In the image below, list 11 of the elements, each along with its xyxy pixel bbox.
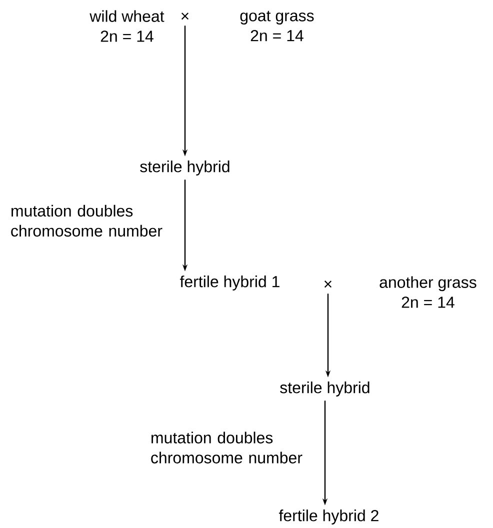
edge-label: mutation doubles chromosome number — [11, 204, 162, 237]
parent-label: wild wheat 2n = 14 — [90, 10, 164, 42]
parent-label: goat grass 2n = 14 — [240, 10, 314, 42]
hybrid-label: fertile hybrid 1 — [180, 276, 280, 290]
cross-symbol: × — [324, 280, 332, 288]
hybrid-label: sterile hybrid — [280, 382, 370, 396]
edge-label: mutation doubles chromosome number — [151, 432, 302, 464]
parent-label: another grass 2n = 14 — [380, 276, 476, 308]
hybrid-label: fertile hybrid 2 — [278, 510, 378, 524]
cross-symbol: × — [181, 12, 189, 20]
hybrid-label: sterile hybrid — [140, 160, 230, 176]
